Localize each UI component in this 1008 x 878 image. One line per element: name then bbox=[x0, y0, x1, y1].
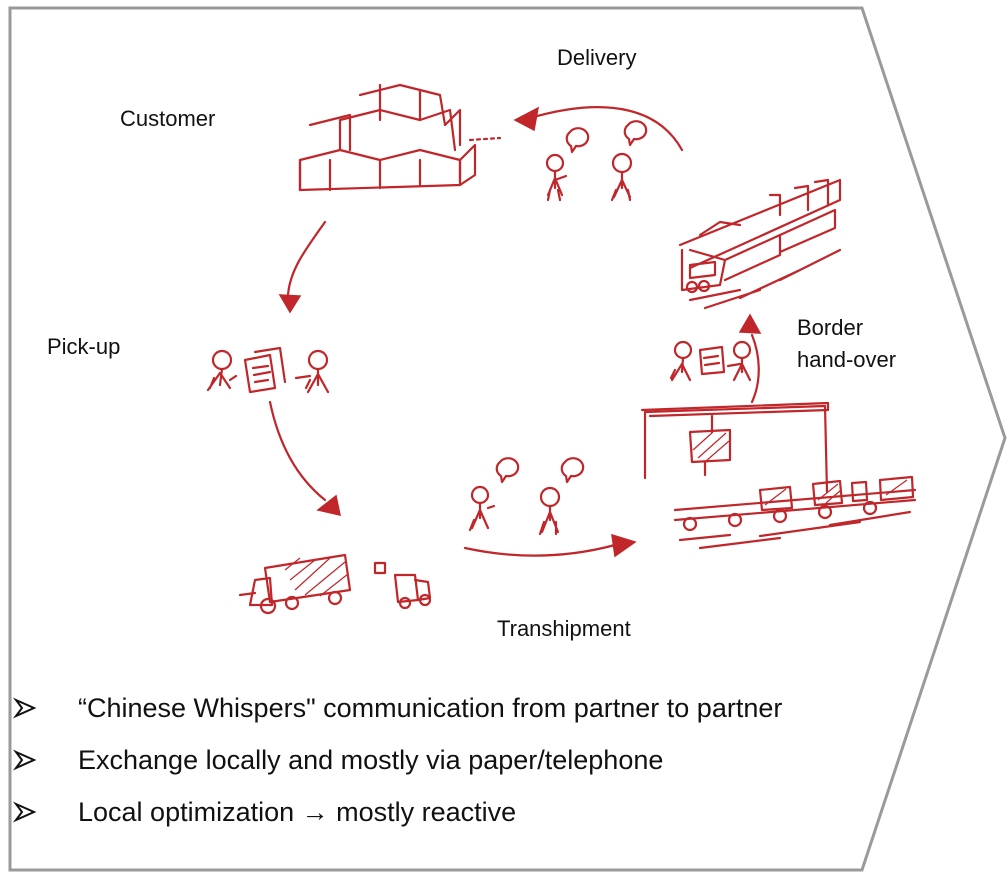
truck-arrow-icon bbox=[268, 400, 341, 516]
label-pickup: Pick-up bbox=[47, 334, 121, 359]
people-talking-icon bbox=[545, 120, 648, 202]
boxes-stack-icon bbox=[298, 83, 502, 192]
bullet-text: Exchange locally and mostly via paper/te… bbox=[78, 745, 664, 775]
delivery-arrow-icon bbox=[513, 106, 684, 152]
people-document-exchange-icon bbox=[206, 346, 330, 394]
arrowhead-bullet-icon bbox=[12, 801, 37, 823]
arrowhead-bullet-icon bbox=[12, 749, 37, 771]
bullet-markers bbox=[12, 697, 37, 823]
bullet-text: Local optimization → mostly reactive bbox=[78, 797, 517, 827]
label-border-line2: hand-over bbox=[797, 347, 897, 372]
label-border-line1: Border bbox=[797, 315, 864, 340]
truck-icon bbox=[238, 553, 432, 615]
arrowhead-bullet-icon bbox=[12, 697, 37, 719]
chevron-frame bbox=[8, 6, 1007, 872]
train-icon bbox=[678, 178, 842, 310]
crane-conveyor-icon bbox=[640, 401, 917, 550]
pickup-arrow-icon bbox=[278, 220, 327, 314]
people-talking-icon bbox=[468, 457, 585, 536]
label-delivery: Delivery bbox=[557, 45, 637, 70]
people-document-exchange-icon bbox=[669, 340, 752, 382]
bullet-text: “Chinese Whispers" communication from pa… bbox=[78, 693, 783, 723]
label-customer: Customer bbox=[120, 106, 216, 131]
transhipment-arrow-icon bbox=[463, 533, 637, 558]
label-transhipment: Transhipment bbox=[497, 616, 631, 641]
border-arrow-icon bbox=[738, 313, 762, 404]
